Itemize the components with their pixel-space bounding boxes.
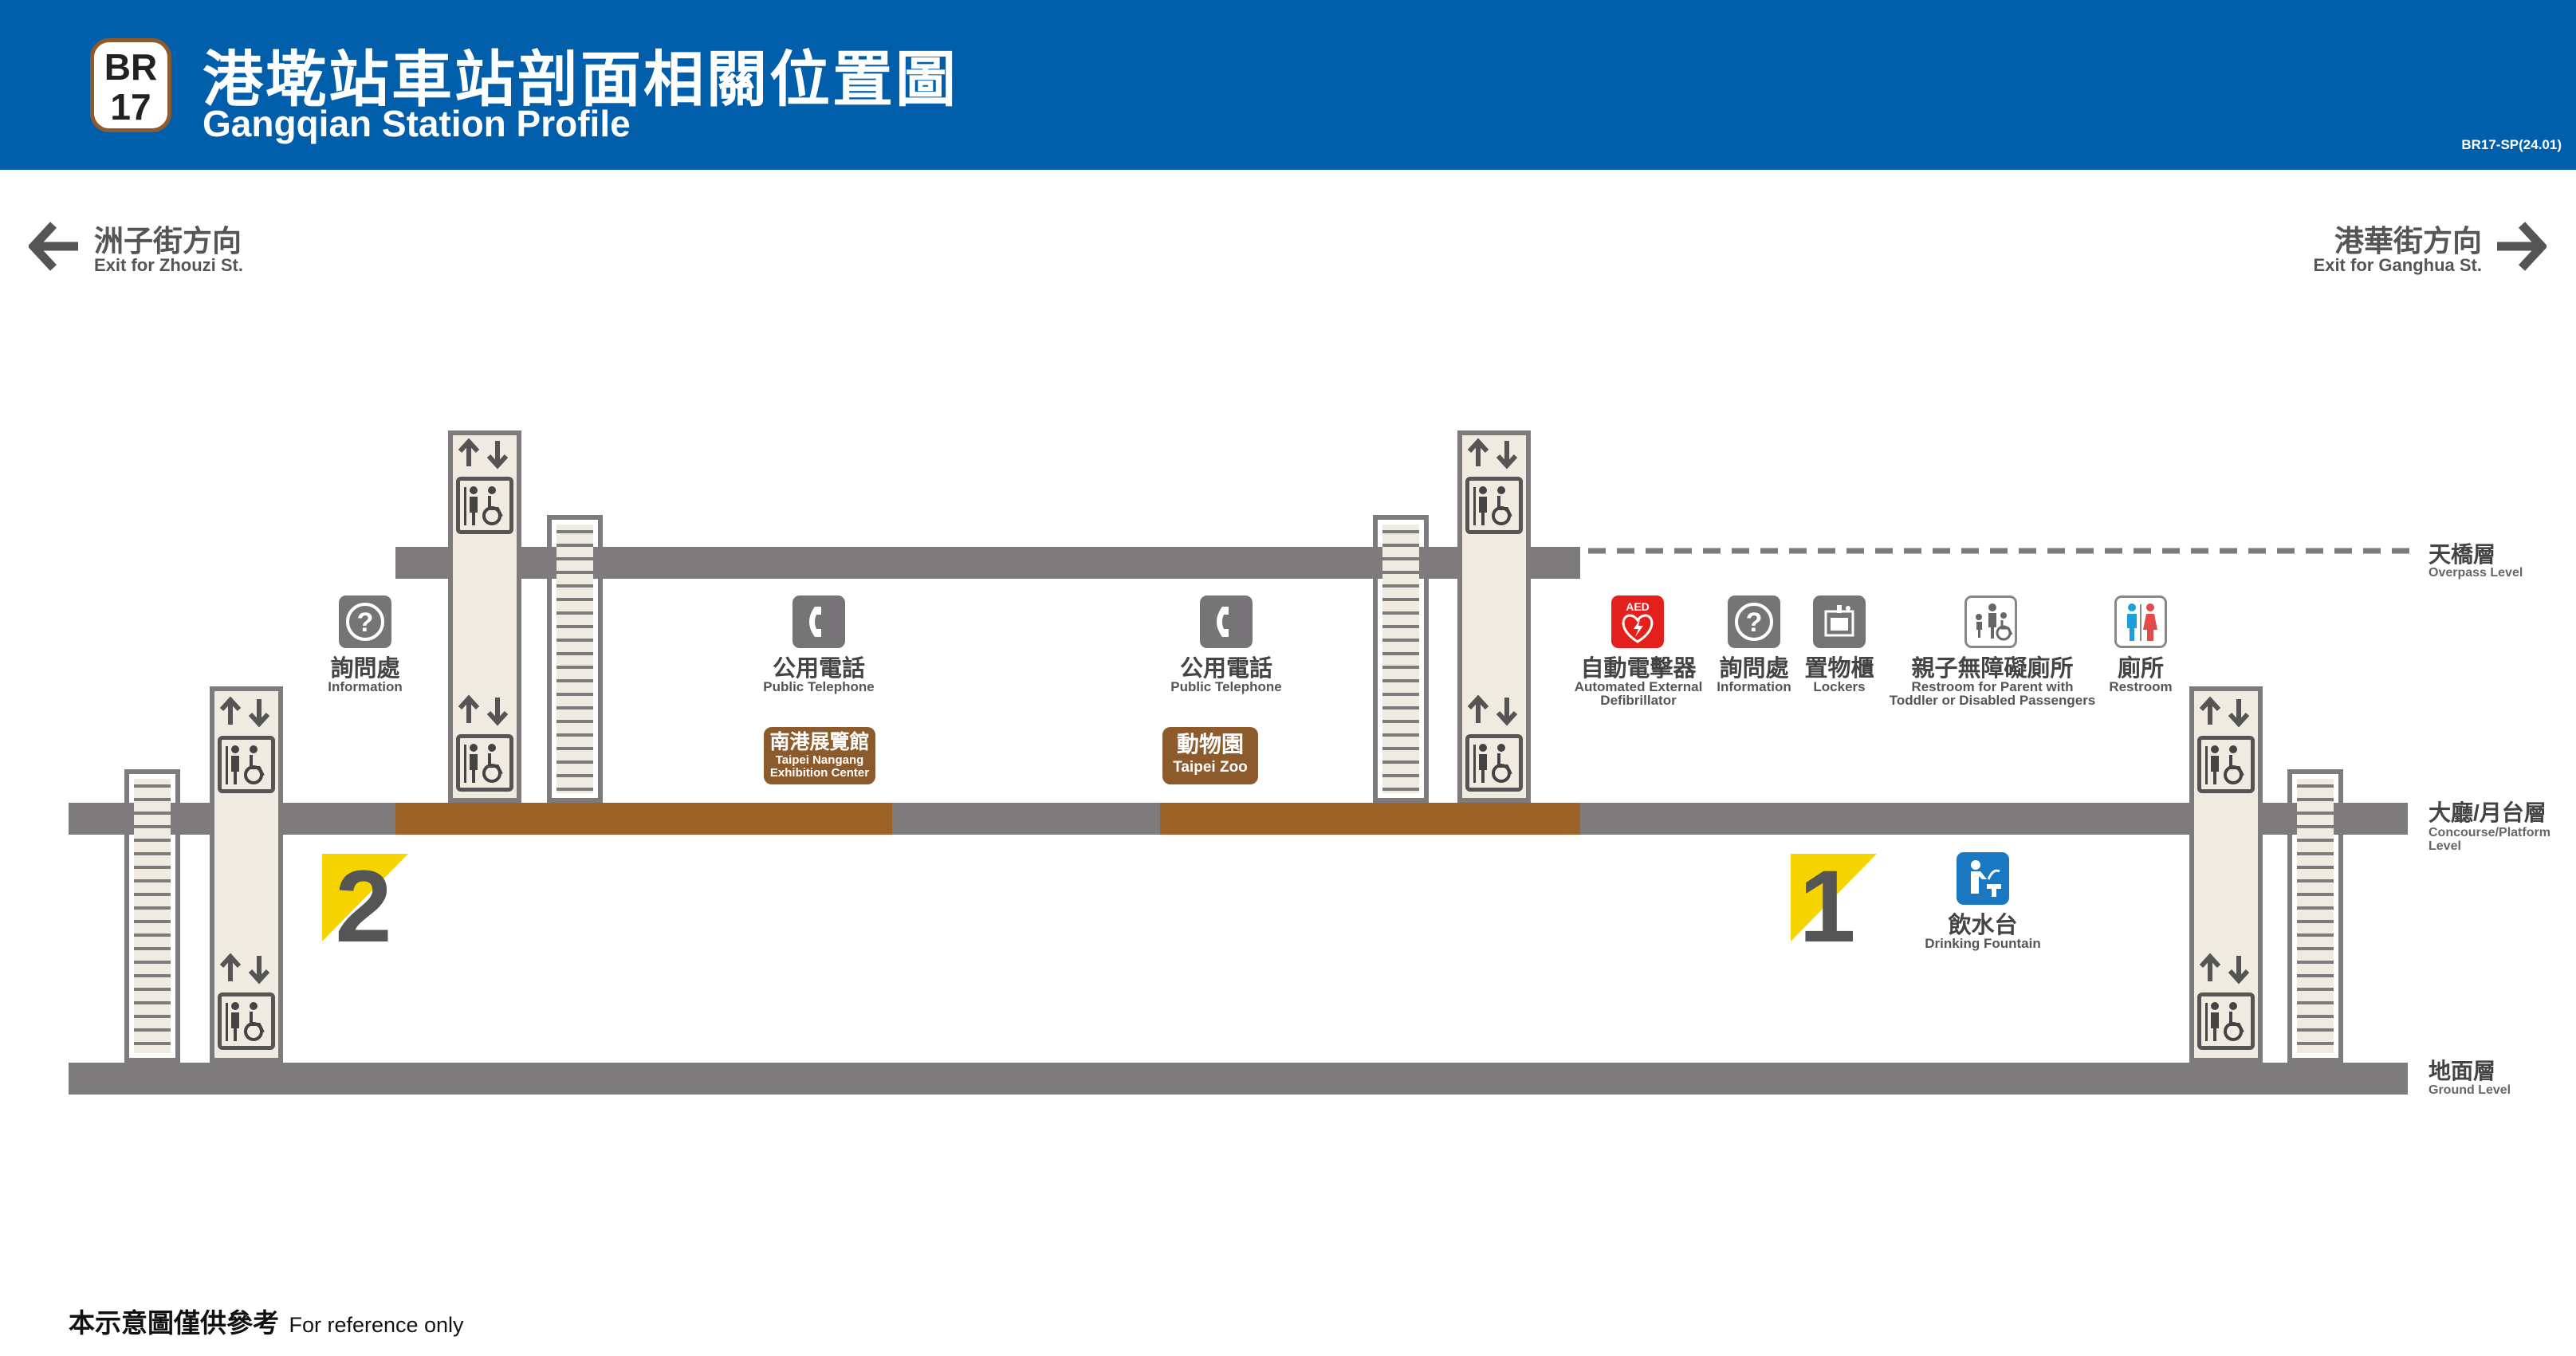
staircase-right-ground (2287, 769, 2343, 1063)
elevator-up-down-arrows-icon (1465, 438, 1523, 470)
accessible-elevator-icon (218, 736, 275, 793)
aed-label: 自動電擊器 (1580, 656, 1697, 682)
destination-nangang-label-en-2: Exhibition Center (769, 766, 870, 780)
page-subtitle: Gangqian Station Profile (203, 103, 631, 144)
drinking-fountain-icon (1957, 852, 2009, 905)
public-telephone-right-label: 公用電話 (1179, 656, 1272, 682)
information-left-label: 詢問處 (330, 656, 400, 682)
elevator-up-down-arrows-icon (2197, 696, 2255, 728)
page-title: 港墘站車站剖面相關位置圖 (203, 46, 958, 114)
station-code-badge: BR 17 (90, 38, 171, 132)
aed-icon-text: AED (1626, 600, 1650, 613)
restroom-label: 廁所 (2117, 656, 2164, 682)
accessible-elevator-icon (218, 992, 275, 1050)
platform-2-destination-sign: 南港展覽館 Taipei Nangang Exhibition Center (764, 727, 875, 784)
ground-level-label-en: Ground Level (2429, 1083, 2511, 1097)
family-restroom-label-en-1: Restroom for Parent with (1911, 679, 2074, 694)
platform-2-bar (395, 803, 892, 835)
badge-line-code: BR (104, 46, 158, 88)
destination-nangang-label: 南港展覽館 (769, 731, 870, 753)
public-telephone-left-label-en: Public Telephone (763, 679, 875, 694)
accessible-elevator-icon (2197, 736, 2255, 793)
concourse-level-label-en-1: Concourse/Platform (2429, 826, 2550, 839)
information-right-label: 詢問處 (1719, 656, 1789, 682)
elevator-up-down-arrows-icon (456, 694, 513, 726)
exit-1-marker: 1 (1791, 854, 1877, 941)
restroom-label-en: Restroom (2109, 679, 2173, 694)
elevator-up-down-arrows-icon (456, 438, 513, 470)
badge-line-number: 17 (110, 86, 151, 128)
svg-text:?: ? (357, 607, 374, 638)
disclaimer-zh: 本示意圖僅供參考 (69, 1308, 279, 1338)
overpass-level-label: 天橋層 (2429, 542, 2496, 567)
exit-2-number: 2 (335, 854, 391, 941)
accessible-elevator-icon (456, 477, 513, 534)
elevator-up-down-arrows-icon (2197, 953, 2255, 985)
aed-label-en-1: Automated External (1574, 679, 1703, 694)
ground-level-bar (69, 1063, 2408, 1095)
lockers-label-en: Lockers (1813, 679, 1866, 694)
concourse-level-label: 大廳/月台層 (2429, 800, 2547, 825)
family-accessible-restroom-icon (1964, 595, 2017, 648)
elevator-up-down-arrows-icon (218, 953, 275, 985)
svg-text:?: ? (1746, 607, 1763, 638)
disclaimer: 本示意圖僅供參考 For reference only (69, 1302, 464, 1340)
aed-icon: AED (1611, 595, 1664, 648)
family-restroom-label: 親子無障礙廁所 (1911, 656, 2074, 682)
overpass-level-dashed-line (1588, 548, 2409, 554)
public-telephone-right-label-en: Public Telephone (1170, 679, 1282, 694)
platform-1-bar (1160, 803, 1580, 835)
information-left-label-en: Information (328, 679, 403, 694)
disclaimer-en: For reference only (289, 1313, 464, 1337)
public-telephone-left-label: 公用電話 (772, 656, 865, 682)
elevator-up-down-arrows-icon (1465, 694, 1523, 726)
staircase-right-overpass (1373, 515, 1429, 803)
family-restroom-label-en-2: Toddler or Disabled Passengers (1889, 693, 2096, 708)
information-icon: ? (1728, 595, 1780, 648)
direction-left-en: Exit for Zhouzi St. (94, 255, 243, 275)
accessible-elevator-icon (2197, 992, 2255, 1050)
exit-2-marker: 2 (322, 854, 408, 941)
ground-level-label: 地面層 (2429, 1059, 2496, 1083)
public-telephone-icon (792, 595, 845, 648)
destination-zoo-label-en: Taipei Zoo (1173, 759, 1248, 776)
destination-zoo-label: 動物園 (1176, 732, 1244, 757)
arrow-right-icon (2497, 222, 2547, 271)
lockers-label: 置物櫃 (1804, 656, 1874, 682)
information-icon: ? (339, 595, 391, 648)
staircase-left-ground (124, 769, 180, 1063)
staircase-left-overpass (547, 515, 603, 803)
drinking-fountain-label: 飲水台 (1948, 913, 2018, 938)
header-bar (0, 0, 2576, 170)
information-right-label-en: Information (1717, 679, 1791, 694)
accessible-elevator-icon (1465, 477, 1523, 534)
destination-nangang-label-en-1: Taipei Nangang (775, 753, 864, 767)
elevator-up-down-arrows-icon (218, 696, 275, 728)
direction-right-en: Exit for Ganghua St. (2313, 255, 2482, 275)
arrow-left-icon (29, 222, 78, 271)
platform-1-destination-sign: 動物園 Taipei Zoo (1162, 727, 1258, 784)
drinking-fountain-label-en: Drinking Fountain (1925, 936, 2041, 951)
overpass-level-label-en: Overpass Level (2429, 566, 2523, 580)
concourse-level-label-en-2: Level (2429, 839, 2461, 853)
document-code: BR17-SP(24.01) (2461, 137, 2562, 152)
direction-right-zh: 港華街方向 (2334, 225, 2482, 257)
accessible-elevator-icon (456, 734, 513, 792)
restroom-icon (2114, 595, 2167, 648)
aed-label-en-2: Defibrillator (1600, 693, 1677, 708)
direction-left-zh: 洲子街方向 (94, 225, 242, 257)
exit-1-number: 1 (1799, 854, 1855, 941)
lockers-icon (1813, 595, 1866, 648)
accessible-elevator-icon (1465, 734, 1523, 792)
public-telephone-icon (1200, 595, 1253, 648)
